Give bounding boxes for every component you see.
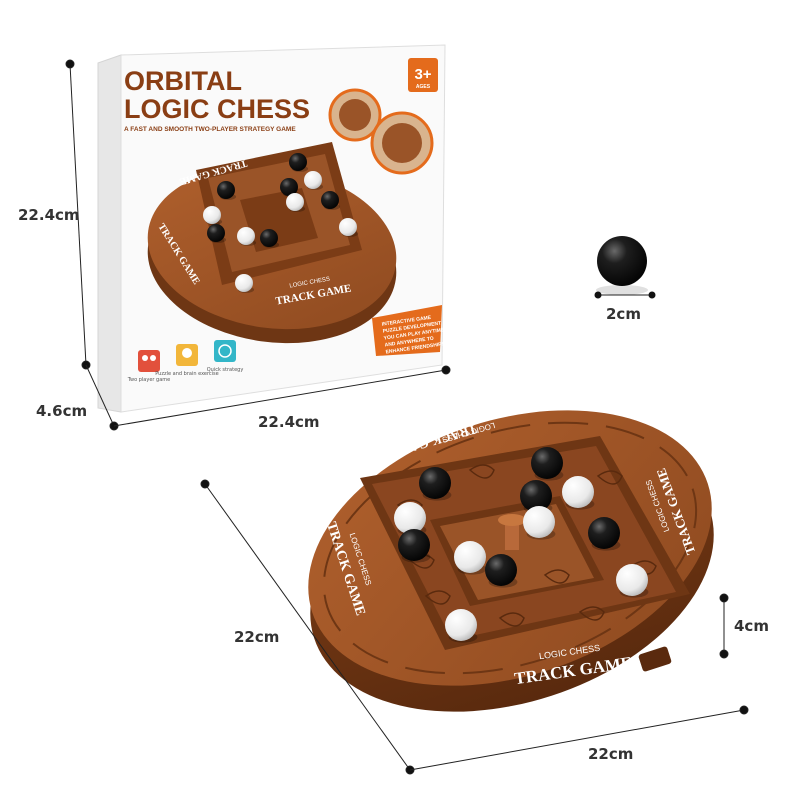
box-width-label: 22.4cm bbox=[258, 413, 320, 431]
black-ball bbox=[280, 178, 298, 196]
board-width-label: 22cm bbox=[588, 745, 634, 763]
box-title-line2: LOGIC CHESS bbox=[124, 94, 310, 124]
box-subtitle: A FAST AND SMOOTH TWO-PLAYER STRATEGY GA… bbox=[124, 126, 296, 133]
feature-label: Two player game bbox=[127, 377, 170, 383]
black-ball bbox=[588, 517, 620, 549]
age-badge bbox=[408, 58, 438, 92]
dimension-dot bbox=[648, 291, 656, 299]
white-ball bbox=[523, 506, 555, 538]
black-ball-sample bbox=[594, 236, 656, 299]
feature-label: Puzzle and brain exercise bbox=[155, 371, 218, 377]
white-ball bbox=[562, 476, 594, 508]
white-ball bbox=[235, 274, 253, 292]
two-players-icon bbox=[138, 350, 160, 372]
white-ball bbox=[237, 227, 255, 245]
black-ball bbox=[260, 229, 278, 247]
board-height-label: 4cm bbox=[734, 617, 769, 635]
board-depth-label: 22cm bbox=[234, 628, 280, 646]
board-center-pivot bbox=[505, 520, 519, 550]
timer-icon bbox=[214, 340, 236, 362]
board-dimension-lines bbox=[200, 479, 749, 775]
box-width-line bbox=[113, 369, 447, 427]
dimension-dot bbox=[719, 593, 729, 603]
white-ball bbox=[339, 218, 357, 236]
board-balls bbox=[394, 447, 649, 643]
dimension-dot bbox=[200, 479, 210, 489]
white-ball bbox=[454, 541, 486, 573]
box-height-line bbox=[69, 63, 87, 366]
board-width-line bbox=[409, 709, 745, 771]
white-ball bbox=[286, 193, 304, 211]
white-ball bbox=[445, 609, 477, 641]
feature-two-player: Two player game bbox=[127, 350, 170, 383]
box-depth-line bbox=[85, 364, 115, 427]
feature-quick: Quick strategy bbox=[207, 340, 244, 373]
black-ball bbox=[289, 153, 307, 171]
box-title-line1: ORBITAL bbox=[124, 66, 242, 96]
white-ball bbox=[304, 171, 322, 189]
box-info-banner bbox=[372, 305, 442, 356]
dimension-dot bbox=[739, 705, 749, 715]
ball-diameter-label: 2cm bbox=[606, 305, 641, 323]
white-ball bbox=[616, 564, 648, 596]
dimension-dot bbox=[719, 649, 729, 659]
box-height-label: 22.4cm bbox=[18, 206, 80, 224]
black-ball bbox=[217, 181, 235, 199]
box-side bbox=[97, 54, 122, 413]
black-ball bbox=[531, 447, 563, 479]
white-ball bbox=[394, 502, 426, 534]
game-board: TRACK GAME LOGIC CHESS TRACK GAME LOGIC … bbox=[308, 410, 714, 712]
feature-label: Quick strategy bbox=[207, 367, 244, 373]
age-badge-text: 3+ bbox=[414, 66, 431, 83]
black-ball bbox=[207, 224, 225, 242]
dimension-dot bbox=[65, 59, 75, 69]
product-box: ORBITAL LOGIC CHESS A FAST AND SMOOTH TW… bbox=[97, 44, 446, 413]
white-ball bbox=[203, 206, 221, 224]
dimension-dot bbox=[441, 365, 451, 375]
board-track-groove bbox=[322, 421, 698, 675]
box-depth-label: 4.6cm bbox=[36, 402, 88, 420]
black-ball bbox=[597, 236, 647, 286]
box-board-balls bbox=[203, 153, 359, 293]
box-dimension-lines bbox=[65, 59, 451, 431]
board-depth-line bbox=[204, 483, 411, 771]
box-board-image: TRACK GAME TRACK GAME LOGIC CHESS TRACK … bbox=[147, 142, 397, 344]
black-ball bbox=[419, 467, 451, 499]
black-ball bbox=[321, 191, 339, 209]
feature-puzzle: Puzzle and brain exercise bbox=[155, 344, 219, 377]
black-ball bbox=[520, 480, 552, 512]
age-badge-sub: AGES bbox=[416, 84, 431, 90]
black-ball bbox=[398, 529, 430, 561]
dimension-dot bbox=[594, 291, 602, 299]
black-ball bbox=[485, 554, 517, 586]
